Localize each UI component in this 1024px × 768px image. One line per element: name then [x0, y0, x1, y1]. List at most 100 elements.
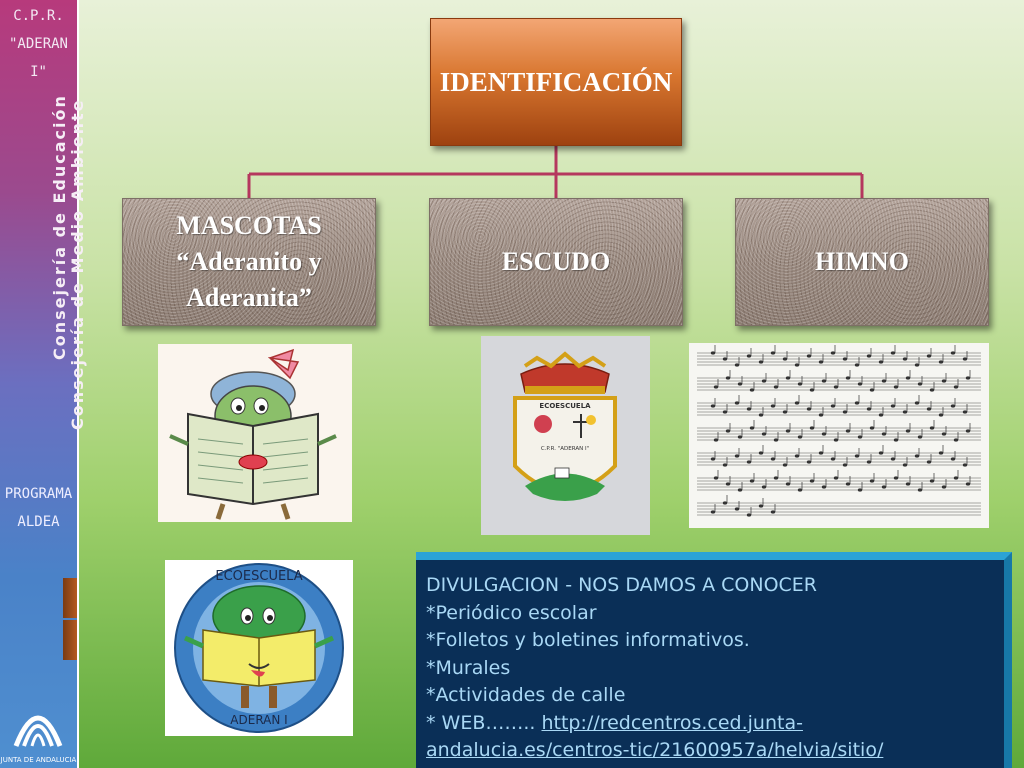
- sidebar: C.P.R. "ADERAN I" Consejería de Educació…: [0, 0, 87, 768]
- escudo-label: ESCUDO: [501, 247, 611, 276]
- note: [785, 429, 791, 433]
- note: [809, 388, 815, 392]
- note: [749, 479, 755, 483]
- mascotas-label-line2: “Aderanito y: [176, 247, 322, 276]
- note: [902, 463, 908, 467]
- note: [929, 479, 935, 483]
- note: [773, 438, 779, 442]
- note: [878, 413, 884, 417]
- shield-top-text: ECOESCUELA: [539, 402, 591, 410]
- note: [926, 460, 932, 464]
- note: [770, 351, 776, 355]
- decor-strip: [63, 578, 77, 618]
- note: [713, 385, 719, 389]
- note: [914, 363, 920, 367]
- note: [725, 482, 731, 486]
- note: [830, 351, 836, 355]
- program-name: PROGRAMA ALDEA: [0, 480, 77, 536]
- mascot-image: [158, 344, 352, 522]
- note: [818, 413, 824, 417]
- himno-label: HIMNO: [815, 247, 909, 276]
- note: [893, 385, 899, 389]
- decor-strip: [63, 620, 77, 660]
- note: [806, 460, 812, 464]
- note: [854, 454, 860, 458]
- note: [917, 435, 923, 439]
- note: [929, 426, 935, 430]
- note: [758, 413, 764, 417]
- note: [734, 454, 740, 458]
- note: [953, 476, 959, 480]
- note: [833, 385, 839, 389]
- info-item-murales: *Murales: [426, 656, 511, 679]
- shield-sub-text: C.P.R. "ADERAN I": [541, 446, 589, 452]
- note: [938, 360, 944, 364]
- mascot-book-icon: [169, 348, 337, 520]
- note: [881, 432, 887, 436]
- escudo-box: ESCUDO: [429, 198, 683, 326]
- note: [758, 504, 764, 508]
- note: [782, 463, 788, 467]
- identificacion-label: IDENTIFICACIÓN: [439, 66, 673, 97]
- note: [761, 379, 767, 383]
- note: [842, 463, 848, 467]
- divulgacion-panel: DIVULGACION - NOS DAMOS A CONOCER *Perió…: [416, 552, 1012, 768]
- note: [866, 354, 872, 358]
- note: [905, 376, 911, 380]
- note: [758, 451, 764, 455]
- shield-image: ECOESCUELA C.P.R. "ADERAN I": [481, 336, 650, 535]
- anthem-score-image: [689, 343, 989, 528]
- himno-box: HIMNO: [735, 198, 989, 326]
- web-prefix: * WEB……..: [426, 711, 542, 734]
- note: [881, 485, 887, 489]
- note: [725, 376, 731, 380]
- mascotas-label-line3: Aderanita”: [186, 283, 312, 312]
- program-line1: PROGRAMA: [4, 486, 73, 502]
- note: [737, 488, 743, 492]
- note: [794, 454, 800, 458]
- note: [929, 388, 935, 392]
- note: [806, 407, 812, 411]
- note: [722, 410, 728, 414]
- note: [869, 388, 875, 392]
- note: [722, 501, 728, 505]
- program-line2: ALDEA: [17, 514, 60, 530]
- note: [797, 488, 803, 492]
- note: [953, 385, 959, 389]
- note: [938, 413, 944, 417]
- note: [926, 354, 932, 358]
- note: [734, 401, 740, 405]
- note: [962, 463, 968, 467]
- junta-label: JUNTA DE ANDALUCIA: [0, 756, 77, 764]
- school-name: C.P.R. "ADERAN I": [0, 2, 77, 86]
- note: [710, 351, 716, 355]
- note: [857, 382, 863, 386]
- note: [878, 451, 884, 455]
- note: [962, 410, 968, 414]
- note: [965, 376, 971, 380]
- note: [761, 432, 767, 436]
- note: [758, 360, 764, 364]
- note: [737, 435, 743, 439]
- note: [722, 463, 728, 467]
- info-item-actividades: *Actividades de calle: [426, 684, 626, 706]
- school-name-line2: "ADERAN I": [8, 36, 68, 80]
- identificacion-box: IDENTIFICACIÓN: [430, 18, 682, 146]
- note: [773, 476, 779, 480]
- note: [857, 488, 863, 492]
- note: [965, 482, 971, 486]
- note: [770, 404, 776, 408]
- web-link-part2[interactable]: andalucia.es/centros-tic/21600957a/helvi…: [426, 739, 884, 761]
- note: [953, 438, 959, 442]
- note: [725, 429, 731, 433]
- note: [965, 429, 971, 433]
- note: [893, 438, 899, 442]
- note: [917, 382, 923, 386]
- note: [809, 426, 815, 430]
- ministry-education: Consejería de Educación: [50, 94, 69, 360]
- note: [854, 363, 860, 367]
- note: [902, 357, 908, 361]
- web-link-part1[interactable]: http://redcentros.ced.junta-: [541, 711, 803, 734]
- note: [734, 507, 740, 511]
- note: [902, 410, 908, 414]
